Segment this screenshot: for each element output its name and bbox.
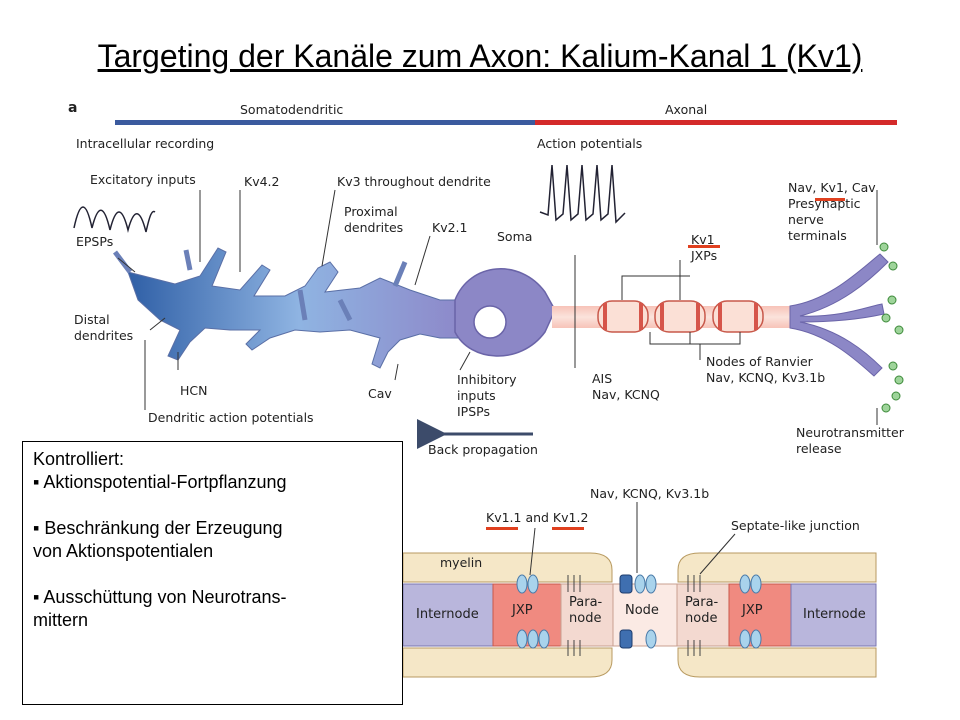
soma-body bbox=[454, 268, 556, 357]
kv11-kv12-label: Kv1.1 and Kv1.2 bbox=[486, 510, 588, 525]
control-item-1: ▪ Aktionspotential-Fortpflanzung bbox=[33, 472, 287, 492]
myelin-top-left bbox=[402, 552, 613, 583]
myelin-top-right bbox=[677, 552, 877, 583]
paranode-left bbox=[560, 583, 614, 647]
kv1-label: Kv1 bbox=[691, 232, 715, 247]
nav-channels bbox=[619, 574, 633, 649]
jxp-left-label: JXP bbox=[511, 603, 533, 618]
neurotransmitter-label: Neurotransmitter bbox=[796, 425, 905, 440]
kv21-label: Kv2.1 bbox=[432, 220, 467, 235]
dendritic-ap-label: Dendritic action potentials bbox=[148, 410, 314, 425]
node-label: Node bbox=[625, 603, 659, 618]
controls-text-box: Kontrolliert: ▪ Aktionspotential-Fortpfl… bbox=[22, 441, 403, 705]
action-potential-waveform bbox=[539, 164, 626, 224]
nav-kv1-cav-label: Nav, Kv1, Cav bbox=[788, 180, 876, 195]
bullet-icon: ▪ bbox=[33, 472, 44, 492]
nerve-label: nerve bbox=[788, 212, 824, 227]
paranode-right bbox=[676, 583, 730, 647]
kv1-channels bbox=[516, 574, 762, 649]
intracellular-label: Intracellular recording bbox=[76, 136, 214, 151]
node-channels-label: Nav, KCNQ, Kv3.1b bbox=[590, 486, 709, 501]
ais-label: AIS bbox=[592, 371, 612, 386]
kv11-highlight bbox=[486, 527, 518, 530]
distal-label: Distal bbox=[74, 312, 110, 327]
myelin-bottom-left bbox=[402, 647, 613, 678]
kv1-terminal-highlight bbox=[815, 198, 845, 201]
ipsps-label: IPSPs bbox=[457, 404, 490, 419]
slide-title: Targeting der Kanäle zum Axon: Kalium-Ka… bbox=[97, 38, 863, 74]
jxp-right-label: JXP bbox=[741, 603, 763, 618]
panel-b-pointers bbox=[529, 502, 736, 576]
inhibitory-inputs-label: inputs bbox=[457, 388, 496, 403]
cav-label: Cav bbox=[368, 386, 392, 401]
control-item-2-cont: von Aktionspotentialen bbox=[33, 541, 214, 561]
kv1-highlight bbox=[688, 245, 720, 248]
paranode-right-label-1: Para- bbox=[685, 595, 719, 610]
internode-left bbox=[402, 583, 494, 647]
vesicles bbox=[879, 242, 904, 413]
action-potentials-label: Action potentials bbox=[537, 136, 642, 151]
distal-dendrites-label: dendrites bbox=[74, 328, 133, 343]
control-item-3-cont: mittern bbox=[33, 610, 89, 630]
myelin-bottom-right bbox=[677, 647, 877, 678]
paranode-left-label-1: Para- bbox=[569, 595, 603, 610]
panel-letter: a bbox=[68, 100, 77, 116]
internode-left-label: Internode bbox=[416, 607, 479, 622]
paranode-right-label-2: node bbox=[685, 611, 717, 626]
ais-channels-label: Nav, KCNQ bbox=[592, 387, 660, 402]
jxps-label: JXPs bbox=[690, 248, 717, 263]
controls-heading: Kontrolliert: bbox=[33, 449, 125, 469]
dendritic-tree bbox=[127, 247, 471, 369]
proximal-label: Proximal bbox=[344, 204, 398, 219]
excitatory-label: Excitatory inputs bbox=[90, 172, 196, 187]
nodes-label: Nodes of Ranvier bbox=[706, 354, 814, 369]
bullet-icon: ▪ bbox=[33, 518, 45, 538]
axonal-label: Axonal bbox=[665, 102, 707, 117]
proximal-dendrites-label: dendrites bbox=[344, 220, 403, 235]
pointer-lines bbox=[117, 189, 878, 425]
somatodendritic-bar bbox=[115, 120, 535, 125]
internode-right bbox=[790, 583, 877, 647]
myelin-label: myelin bbox=[440, 555, 482, 570]
kv3-label: Kv3 throughout dendrite bbox=[337, 174, 491, 189]
axonal-bar bbox=[535, 120, 897, 125]
control-item-3: ▪ Ausschüttung von Neurotrans- bbox=[33, 587, 287, 607]
kv42-label: Kv4.2 bbox=[244, 174, 279, 189]
release-label: release bbox=[796, 441, 842, 456]
hcn-label: HCN bbox=[180, 383, 207, 398]
somatodendritic-label: Somatodendritic bbox=[240, 102, 343, 117]
nodes-channels-label: Nav, KCNQ, Kv3.1b bbox=[706, 370, 825, 385]
kv12-highlight bbox=[552, 527, 584, 530]
myelin-segments bbox=[597, 300, 764, 333]
soma-nucleus bbox=[473, 305, 507, 339]
soma-label: Soma bbox=[497, 229, 532, 244]
paranode-left-label-2: node bbox=[569, 611, 601, 626]
control-item-2: ▪ Beschränkung der Erzeugung bbox=[33, 518, 283, 538]
septate-label: Septate-like junction bbox=[731, 518, 860, 533]
epsp-waveform bbox=[73, 206, 156, 233]
septate-junctions bbox=[567, 575, 701, 656]
inhibitory-label: Inhibitory bbox=[457, 372, 517, 387]
axon-terminals bbox=[789, 253, 889, 377]
terminals-label: terminals bbox=[788, 228, 847, 243]
epsps-label: EPSPs bbox=[76, 234, 113, 249]
bullet-icon: ▪ bbox=[33, 587, 44, 607]
internode-right-label: Internode bbox=[803, 607, 866, 622]
back-propagation-label: Back propagation bbox=[428, 442, 538, 457]
